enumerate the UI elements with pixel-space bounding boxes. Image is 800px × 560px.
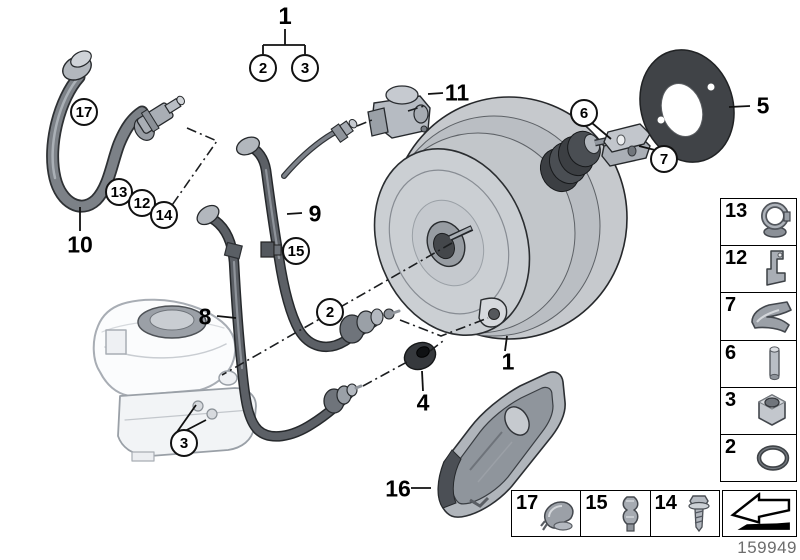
legend-cell-7[interactable]: 7 (721, 292, 796, 339)
hex-nut-icon (757, 393, 787, 426)
spring-clip-icon (751, 301, 792, 334)
callout-circle-3-top[interactable]: 3 (291, 54, 319, 82)
vacuum-pipe-9-drawing[interactable] (234, 134, 401, 353)
legend-cell-13[interactable]: 13 (721, 199, 796, 245)
legend-cell-14[interactable]: 14 (649, 491, 719, 536)
callout-circle-17[interactable]: 17 (70, 98, 98, 126)
sensor-hose-drawing[interactable] (281, 115, 360, 179)
clevis-fork-drawing[interactable] (601, 123, 651, 167)
gasket-ring-drawing[interactable] (626, 38, 747, 174)
retaining-bracket-icon (766, 250, 786, 286)
brake-booster-drawing[interactable] (347, 96, 628, 359)
vacuum-pipe-8-drawing[interactable] (194, 202, 363, 442)
label-part-5[interactable]: 5 (756, 92, 770, 119)
label-part-9[interactable]: 9 (308, 200, 322, 227)
hose-clip-icon (540, 500, 574, 531)
bracket-cover-drawing[interactable] (437, 371, 566, 518)
direction-arrow-icon (730, 492, 791, 530)
callout-circle-2-mid[interactable]: 2 (316, 298, 344, 326)
plate-number: 159949 (737, 538, 797, 557)
pipe-clip-icon (622, 495, 639, 532)
legend-cell-15[interactable]: 15 (580, 491, 649, 536)
label-part-11[interactable]: 11 (444, 79, 470, 106)
label-group-1[interactable]: 1 (278, 3, 292, 30)
fluid-reservoir-drawing[interactable] (92, 298, 257, 462)
legend-cell-2[interactable]: 2 (721, 433, 796, 481)
o-ring-icon (756, 445, 790, 471)
pipe-clamp-icon (761, 202, 791, 238)
callout-circle-14[interactable]: 14 (150, 201, 178, 229)
pressure-sensor-drawing[interactable] (367, 85, 431, 139)
self-tapping-screw-icon (688, 494, 710, 532)
label-part-10[interactable]: 10 (67, 231, 93, 258)
label-part-16[interactable]: 16 (385, 475, 411, 502)
pipe-clip-15-drawing[interactable] (260, 241, 282, 258)
label-part-4[interactable]: 4 (416, 389, 430, 416)
callout-circle-2-top[interactable]: 2 (249, 54, 277, 82)
legend-cell-17[interactable]: 17 (512, 491, 580, 536)
callout-circle-3-reservoir[interactable]: 3 (170, 429, 198, 457)
label-part-8[interactable]: 8 (198, 303, 212, 330)
direction-arrow-box[interactable] (722, 490, 797, 537)
callout-circle-7[interactable]: 7 (650, 145, 678, 173)
callout-circle-15[interactable]: 15 (282, 237, 310, 265)
vacuum-hose-10-drawing[interactable] (46, 48, 193, 213)
grommet-drawing[interactable] (400, 338, 440, 375)
legend-right-column: 13 12 7 6 (720, 198, 797, 482)
legend-cell-3[interactable]: 3 (721, 386, 796, 434)
label-part-1-booster[interactable]: 1 (501, 348, 515, 375)
legend-bottom-row: 17 15 14 (511, 490, 720, 537)
clevis-pin-icon (769, 345, 780, 380)
callout-circle-6[interactable]: 6 (570, 99, 598, 127)
legend-cell-12[interactable]: 12 (721, 245, 796, 292)
legend-cell-6[interactable]: 6 (721, 339, 796, 387)
assembly-lines (169, 105, 489, 387)
